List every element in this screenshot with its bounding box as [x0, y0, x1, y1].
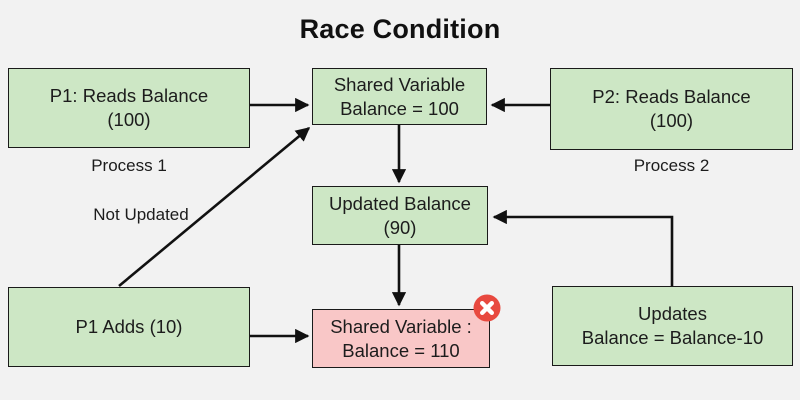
node-updates-balance: Updates Balance = Balance-10	[552, 286, 793, 366]
node-updated-balance: Updated Balance (90)	[312, 186, 488, 245]
node-p1-reads-balance: P1: Reads Balance (100)	[8, 68, 250, 148]
label-process-2: Process 2	[633, 156, 710, 175]
node-shared-variable: Shared Variable Balance = 100	[312, 68, 487, 125]
arrow-updates-to-updated-elbow	[492, 209, 674, 286]
node-shared-variable-final: Shared Variable : Balance = 110	[312, 309, 490, 368]
node-p1-adds: P1 Adds (10)	[8, 287, 250, 367]
label-process-1: Process 1	[91, 156, 167, 175]
diagram-title: Race Condition	[299, 14, 501, 44]
node-p2-reads-balance: P2: Reads Balance (100)	[550, 68, 793, 150]
error-x-icon	[473, 294, 501, 322]
label-not-updated: Not Updated	[93, 205, 189, 224]
